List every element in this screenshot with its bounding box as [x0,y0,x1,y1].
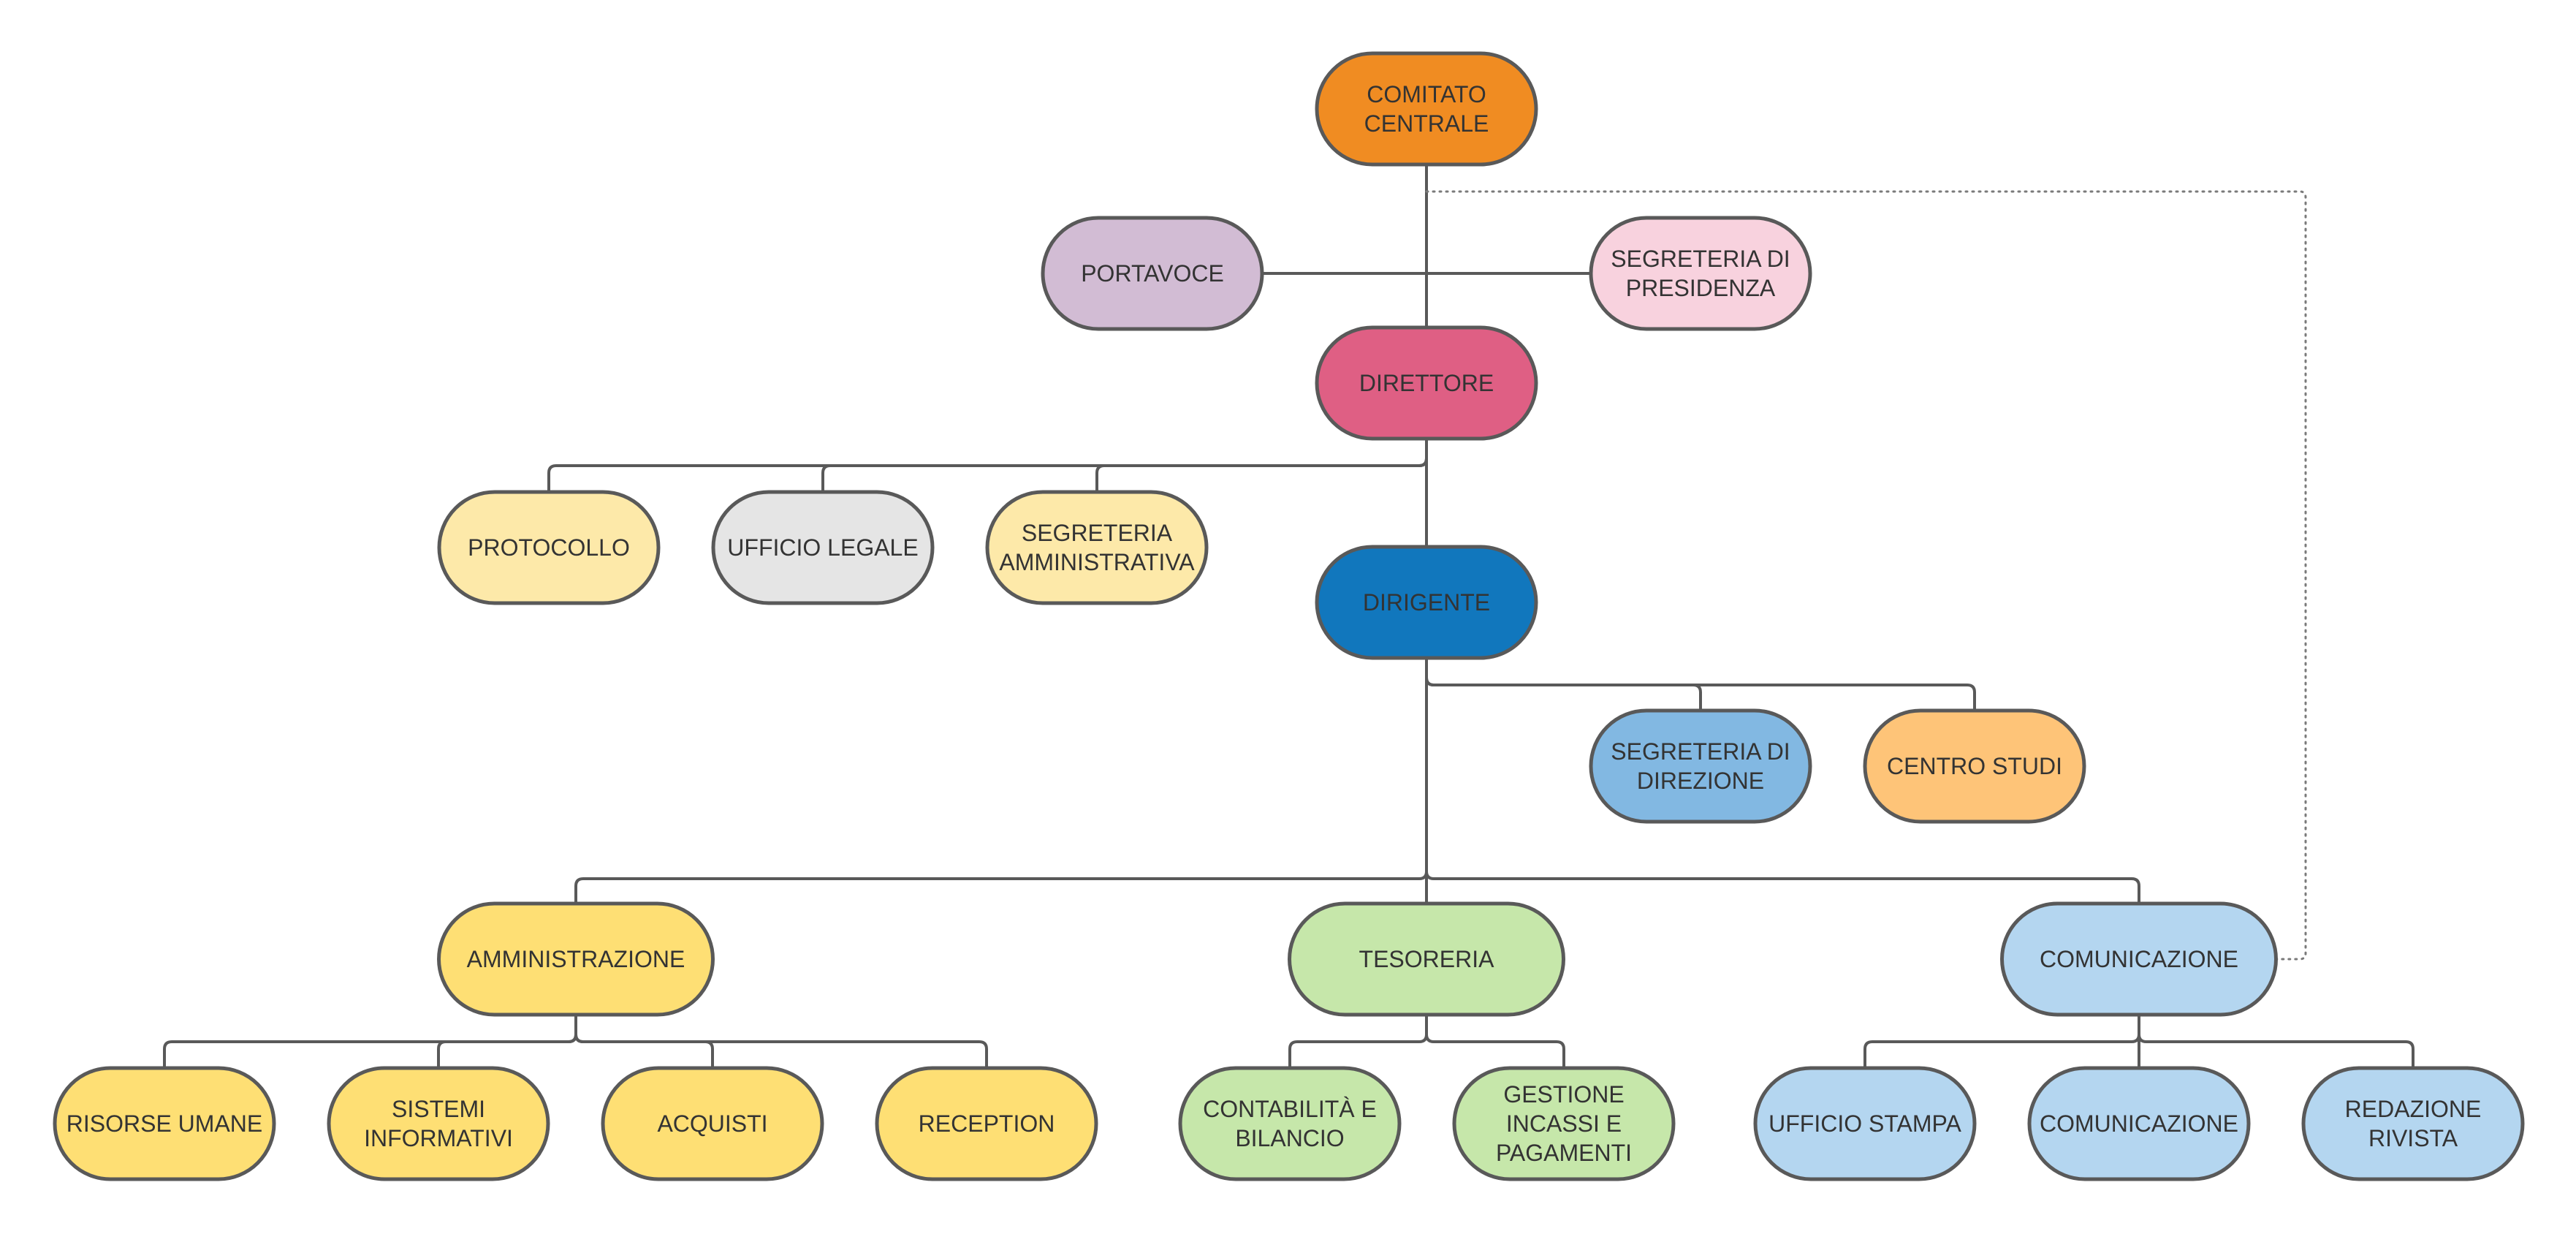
node-label-ufficio-legale: UFFICIO LEGALE [727,534,918,561]
node-label-comunicazione: COMUNICAZIONE [2040,946,2238,972]
node-ufficio-stampa[interactable]: UFFICIO STAMPA [1753,1066,1977,1181]
node-label-segreteria-presidenza: SEGRETERIA DI [1611,246,1790,272]
node-label-contabilita-bilancio: BILANCIO [1235,1125,1344,1151]
node-label-risorse-umane: RISORSE UMANE [67,1110,262,1137]
node-label-amministrazione: AMMINISTRAZIONE [467,946,685,972]
node-label-comitato-centrale: COMITATO [1367,81,1486,107]
node-box-reception [875,1066,1098,1181]
node-box-comunicazione-2 [2027,1066,2251,1181]
node-label-contabilita-bilancio: CONTABILITÀ E [1203,1096,1377,1122]
node-label-segreteria-direzione: DIREZIONE [1637,768,1764,794]
node-amministrazione[interactable]: AMMINISTRAZIONE [437,901,715,1017]
node-label-protocollo: PROTOCOLLO [468,534,630,561]
node-segreteria-direzione[interactable]: SEGRETERIA DI DIREZIONE [1589,708,1812,824]
connector-dirigente-to-comunicazione [1425,658,2140,904]
node-label-reception: RECEPTION [919,1110,1055,1137]
node-label-segreteria-amministrativa: SEGRETERIA [1022,520,1173,546]
node-protocollo[interactable]: PROTOCOLLO [437,490,661,605]
node-label-comitato-centrale: CENTRALE [1364,110,1489,137]
node-label-gestione-incassi: INCASSI E [1506,1110,1622,1137]
node-comunicazione-2[interactable]: COMUNICAZIONE [2027,1066,2251,1181]
node-label-redazione-rivista: REDAZIONE [2345,1096,2482,1122]
node-redazione-rivista[interactable]: REDAZIONE RIVISTA [2301,1066,2525,1181]
node-label-sistemi-informativi: INFORMATIVI [364,1125,513,1151]
node-label-sistemi-informativi: SISTEMI [392,1096,485,1122]
node-box-direttore [1315,325,1538,441]
node-direttore[interactable]: DIRETTORE [1315,325,1538,441]
connector-comunicazione-to-redazione-rivista [2138,1015,2414,1068]
node-box-segreteria-direzione [1589,708,1812,824]
node-box-protocollo [437,490,661,605]
connectors [163,164,2414,1068]
node-box-portavoce [1041,216,1264,331]
node-comunicazione[interactable]: COMUNICAZIONE [2000,901,2278,1017]
node-acquisti[interactable]: ACQUISTI [601,1066,824,1181]
node-portavoce[interactable]: PORTAVOCE [1041,216,1264,331]
node-sistemi-informativi[interactable]: SISTEMI INFORMATIVI [327,1066,550,1181]
node-comitato-centrale[interactable]: COMITATO CENTRALE [1315,51,1538,167]
node-box-tesoreria [1288,901,1565,1017]
connector-comitato-centrale-to-comunicazione [1425,190,2307,961]
connector-amministrazione-to-reception [574,1015,988,1068]
node-box-ufficio-stampa [1753,1066,1977,1181]
node-box-comitato-centrale [1315,51,1538,167]
node-tesoreria[interactable]: TESORERIA [1288,901,1565,1017]
node-box-dirigente [1315,545,1538,660]
node-segreteria-presidenza[interactable]: SEGRETERIA DI PRESIDENZA [1589,216,1812,331]
node-ufficio-legale[interactable]: UFFICIO LEGALE [711,490,935,605]
node-box-acquisti [601,1066,824,1181]
node-box-contabilita-bilancio [1178,1066,1402,1181]
node-label-gestione-incassi: PAGAMENTI [1496,1140,1632,1166]
node-box-comunicazione [2000,901,2278,1017]
node-box-segreteria-presidenza [1589,216,1812,331]
node-label-portavoce: PORTAVOCE [1081,260,1224,287]
node-label-ufficio-stampa: UFFICIO STAMPA [1768,1110,1961,1137]
node-box-amministrazione [437,901,715,1017]
node-reception[interactable]: RECEPTION [875,1066,1098,1181]
node-label-gestione-incassi: GESTIONE [1503,1081,1624,1108]
node-risorse-umane[interactable]: RISORSE UMANE [53,1066,276,1181]
connector-tesoreria-to-gestione-incassi [1425,1015,1565,1068]
node-contabilita-bilancio[interactable]: CONTABILITÀ E BILANCIO [1178,1066,1402,1181]
node-label-segreteria-presidenza: PRESIDENZA [1626,275,1776,301]
node-box-centro-studi [1863,708,2086,824]
node-label-direttore: DIRETTORE [1359,370,1494,396]
node-box-ufficio-legale [711,490,935,605]
node-label-segreteria-direzione: SEGRETERIA DI [1611,738,1790,765]
node-box-sistemi-informativi [327,1066,550,1181]
node-box-gestione-incassi [1452,1066,1676,1181]
node-label-centro-studi: CENTRO STUDI [1887,753,2062,779]
node-label-tesoreria: TESORERIA [1359,946,1495,972]
node-box-risorse-umane [53,1066,276,1181]
node-centro-studi[interactable]: CENTRO STUDI [1863,708,2086,824]
node-label-comunicazione-2: COMUNICAZIONE [2040,1110,2238,1137]
node-label-segreteria-amministrativa: AMMINISTRATIVA [999,549,1195,575]
node-label-redazione-rivista: RIVISTA [2368,1125,2458,1151]
node-box-redazione-rivista [2301,1066,2525,1181]
node-label-dirigente: DIRIGENTE [1363,589,1490,616]
node-label-acquisti: ACQUISTI [657,1110,767,1137]
node-segreteria-amministrativa[interactable]: SEGRETERIA AMMINISTRATIVA [985,490,1209,605]
nodes: COMITATO CENTRALE PORTAVOCE SEGRETERIA DI PR… [53,51,2525,1181]
node-box-segreteria-amministrativa [985,490,1209,605]
node-dirigente[interactable]: DIRIGENTE [1315,545,1538,660]
